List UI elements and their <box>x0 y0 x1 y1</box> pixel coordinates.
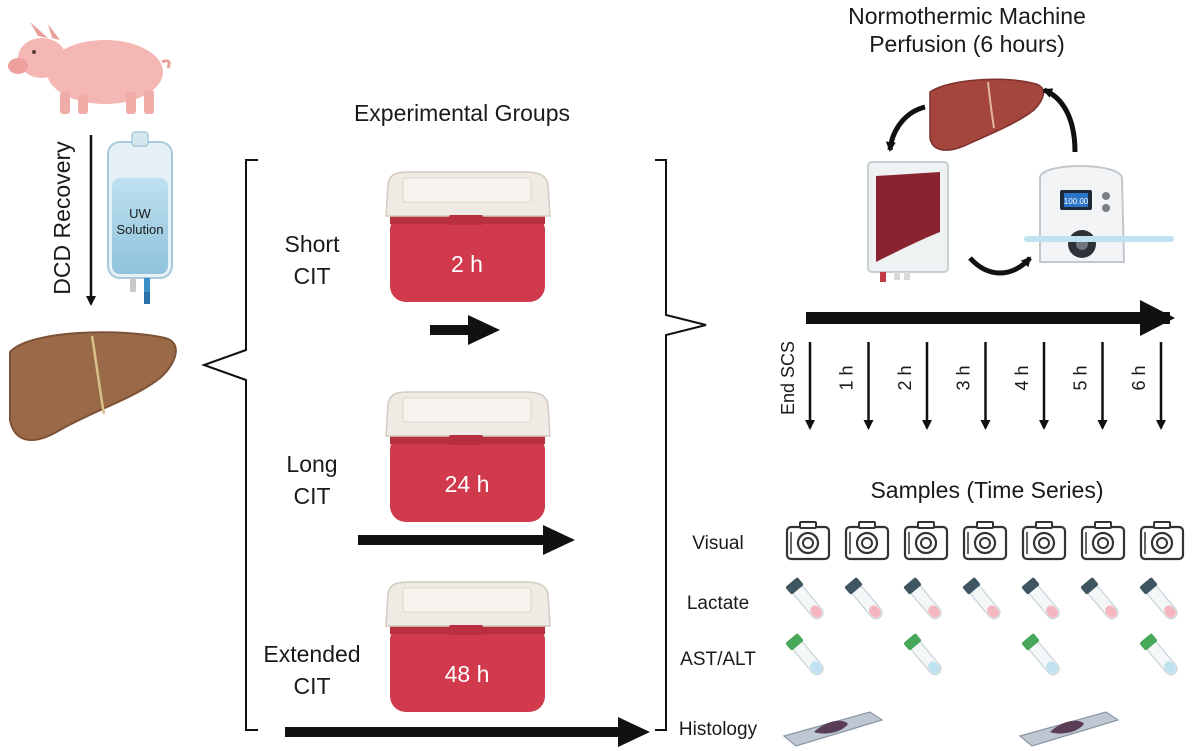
camera-icon <box>962 521 1008 561</box>
histology-slide-icon <box>782 711 884 747</box>
camera-icon <box>844 521 890 561</box>
timepoint-label: 3 h <box>954 365 974 390</box>
bag-label-line1: UW <box>129 206 151 221</box>
cycle-arrow-to-liver <box>1042 87 1078 153</box>
sample-tube-icon <box>903 633 942 676</box>
camera-icon <box>785 521 831 561</box>
timepoint-label: 6 h <box>1129 365 1149 390</box>
cycle-arrow-to-bag <box>885 104 926 152</box>
timepoint-label: 5 h <box>1071 365 1091 390</box>
group-label-line2: CIT <box>293 483 330 509</box>
bag-label-line2: Solution <box>117 222 164 237</box>
sample-row-label: Histology <box>679 719 758 740</box>
perfusion-liver-icon <box>929 78 1045 151</box>
histology-slide-icon <box>1018 711 1120 747</box>
cycle-arrow-to-pump <box>968 256 1032 276</box>
timepoints: End SCS 1 h 2 h 3 h 4 h 5 h 6 h <box>778 341 1166 430</box>
camera-icon <box>1139 521 1185 561</box>
pump-display: 100.00 <box>1064 197 1089 206</box>
samples-title: Samples (Time Series) <box>870 477 1103 503</box>
group-duration: 48 h <box>445 661 490 687</box>
duration-arrowhead <box>468 315 500 345</box>
perfusion-title-line1: Normothermic Machine <box>848 3 1086 29</box>
group-label-line2: CIT <box>293 673 330 699</box>
sample-tube-icon <box>903 577 942 620</box>
sample-row-label: AST/ALT <box>680 649 756 670</box>
group-label-line1: Extended <box>263 641 360 667</box>
timeline-arrowhead <box>1140 300 1175 336</box>
camera-icon <box>1021 521 1067 561</box>
blood-bag-icon <box>867 161 949 282</box>
groups-bracket-right <box>655 159 707 731</box>
sample-tube-icon <box>1021 577 1060 620</box>
perfusion-title-line2: Perfusion (6 hours) <box>869 31 1065 57</box>
timepoint-label: 2 h <box>895 365 915 390</box>
group-label-line1: Short <box>285 231 341 257</box>
group-label-line2: CIT <box>293 263 330 289</box>
group-duration: 24 h <box>445 471 490 497</box>
pig-icon <box>8 22 171 114</box>
perfusion-pump-icon <box>1024 165 1174 263</box>
sample-tube-icon <box>962 577 1001 620</box>
groups-bracket-left <box>201 159 258 731</box>
timepoint-label: 4 h <box>1012 365 1032 390</box>
sample-tube-icon <box>1139 633 1178 676</box>
camera-icon <box>903 521 949 561</box>
timepoint-label: 1 h <box>837 365 857 390</box>
dcd-recovery-label: DCD Recovery <box>49 141 75 295</box>
cooler-icon <box>385 391 551 522</box>
iv-bag-icon <box>107 131 173 304</box>
liver-icon <box>9 331 177 441</box>
sample-tube-icon <box>785 577 824 620</box>
groups-title: Experimental Groups <box>354 100 570 126</box>
sample-row-label: Lactate <box>687 593 749 614</box>
sample-row-label: Visual <box>692 533 743 554</box>
sample-tube-icon <box>785 633 824 676</box>
timepoint-label: End SCS <box>778 341 798 415</box>
duration-arrowhead <box>543 525 575 555</box>
cooler-icon <box>385 171 551 302</box>
group-duration: 2 h <box>451 251 483 277</box>
sample-tube-icon <box>1139 577 1178 620</box>
sample-tube-icon <box>1080 577 1119 620</box>
sample-tube-icon <box>1021 633 1060 676</box>
group-label-line1: Long <box>286 451 337 477</box>
sample-tube-icon <box>844 577 883 620</box>
cooler-icon <box>385 581 551 712</box>
camera-icon <box>1080 521 1126 561</box>
duration-arrowhead <box>618 717 650 747</box>
